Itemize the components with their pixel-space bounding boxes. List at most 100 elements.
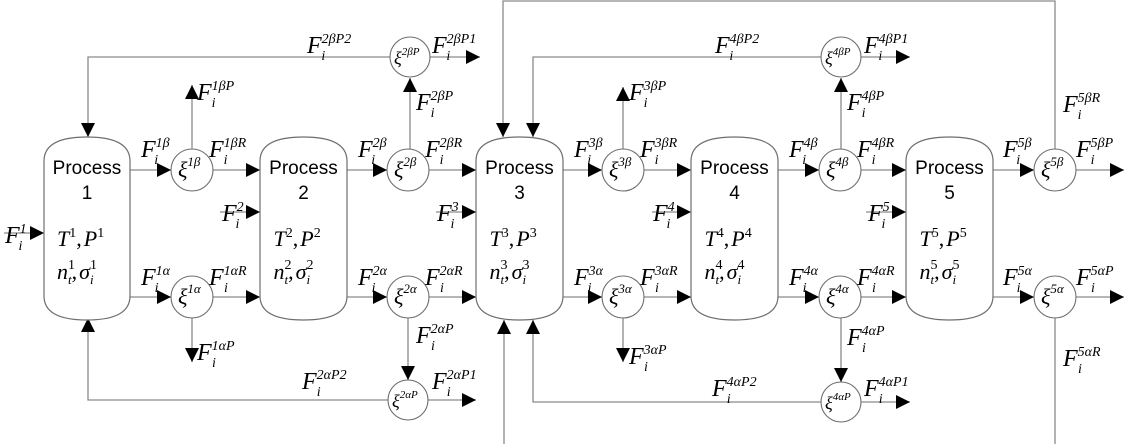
- splitter-node: [818, 148, 862, 192]
- stream-line: [532, 56, 821, 137]
- arrowhead-icon: [1110, 163, 1124, 177]
- arrowhead-icon: [1020, 290, 1034, 304]
- splitter-3β: ξ3β: [601, 148, 645, 192]
- arrowhead-icon: [157, 163, 171, 177]
- split-fraction-label: ξ4αP: [825, 391, 851, 413]
- splitter-node: [1033, 148, 1077, 192]
- splitter-node: [818, 275, 862, 319]
- arrowhead-icon: [616, 87, 630, 101]
- splitter-node: [820, 36, 862, 78]
- split-fraction-label: ξ1β: [178, 154, 201, 182]
- arrowhead-icon: [185, 348, 199, 362]
- process-title: Process: [53, 158, 122, 179]
- stream-line: [502, 0, 1056, 149]
- split-fraction-label: ξ3β: [609, 154, 632, 182]
- arrowhead-icon: [805, 290, 819, 304]
- process-number: 4: [729, 183, 740, 204]
- split-fraction-label: ξ2α: [394, 281, 418, 309]
- arrowhead-icon: [892, 290, 906, 304]
- split-fraction-label: ξ5α: [1041, 281, 1065, 309]
- split-fraction-label: ξ2βP: [394, 46, 420, 68]
- split-fraction-label: ξ2β: [394, 154, 417, 182]
- arrowhead-icon: [834, 368, 848, 382]
- arrowhead-icon: [466, 50, 480, 64]
- arrowhead-icon: [616, 348, 630, 362]
- arrowhead-icon: [588, 163, 602, 177]
- temperature-pressure-label: T2,P2: [274, 226, 321, 251]
- temperature-pressure-label: T3,P3: [490, 226, 537, 251]
- split-fraction-label: ξ4α: [826, 281, 850, 309]
- arrowhead-icon: [462, 205, 476, 219]
- arrowhead-icon: [462, 393, 476, 407]
- process-title: Process: [700, 158, 769, 179]
- arrowhead-icon: [496, 123, 510, 137]
- arrowhead-icon: [526, 123, 540, 137]
- arrowhead-icon: [246, 290, 260, 304]
- splitter-node: [389, 36, 431, 78]
- arrowhead-icon: [81, 123, 95, 137]
- split-fraction-label: ξ5β: [1041, 154, 1064, 182]
- stream-line: [532, 320, 821, 403]
- arrowhead-icon: [185, 85, 199, 99]
- arrowhead-icon: [30, 226, 44, 240]
- splitter-node: [387, 379, 429, 421]
- arrowhead-icon: [373, 290, 387, 304]
- process-title: Process: [269, 158, 338, 179]
- splitter-node: [601, 148, 645, 192]
- splitter-node: [386, 275, 430, 319]
- arrowhead-icon: [526, 320, 540, 334]
- stream-lines: [4, 0, 1124, 444]
- arrowhead-icon: [403, 78, 417, 92]
- split-fraction-label: ξ4β: [826, 154, 849, 182]
- arrowhead-icon: [834, 78, 848, 92]
- arrowhead-icon: [892, 163, 906, 177]
- arrowhead-icon: [373, 163, 387, 177]
- splitter-4α: ξ4α: [818, 275, 862, 319]
- arrowhead-icon: [896, 395, 910, 409]
- split-fraction-label: ξ2αP: [392, 389, 418, 411]
- arrowhead-icon: [677, 163, 691, 177]
- splitter-node: [386, 148, 430, 192]
- arrowhead-icon: [892, 205, 906, 219]
- arrowhead-icon: [677, 205, 691, 219]
- process-title: Process: [485, 158, 554, 179]
- splitter-5β: ξ5β: [1033, 148, 1077, 192]
- splitter-1α: ξ1α: [170, 275, 214, 319]
- temperature-pressure-label: T4,P4: [705, 226, 752, 251]
- process-title: Process: [915, 158, 984, 179]
